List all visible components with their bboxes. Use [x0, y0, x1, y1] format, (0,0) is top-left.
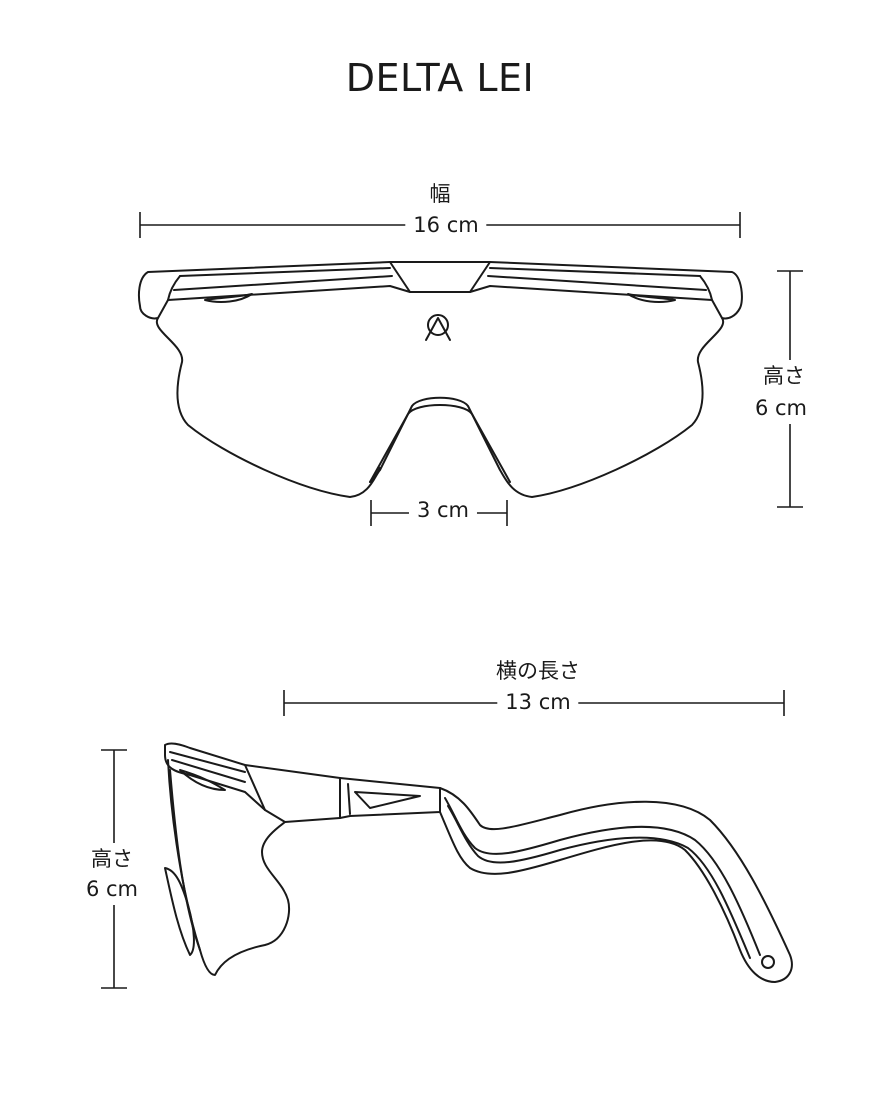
front-width-value: 16 cm: [405, 211, 487, 239]
front-view-glasses: [138, 261, 743, 498]
front-nosepad: [369, 404, 511, 483]
side-frame-front: [164, 742, 341, 823]
front-height-label: 高さ: [759, 360, 809, 392]
front-top-frame: [138, 261, 743, 320]
front-bridge-value: 3 cm: [408, 496, 478, 524]
brand-logo-icon: [425, 314, 451, 341]
side-view-glasses: [164, 742, 793, 983]
front-lens-outline: [155, 317, 725, 498]
product-title: DELTA LEI: [345, 56, 535, 100]
side-length-label: 横の長さ: [496, 657, 580, 685]
side-temple-arm: [439, 787, 793, 983]
front-height-value: 6 cm: [750, 392, 812, 424]
front-width-label: 幅: [429, 180, 451, 208]
side-height-value: 6 cm: [81, 873, 143, 905]
side-lens-outline: [167, 759, 290, 976]
side-height-label: 高さ: [87, 843, 137, 875]
side-length-value: 13 cm: [497, 688, 579, 716]
